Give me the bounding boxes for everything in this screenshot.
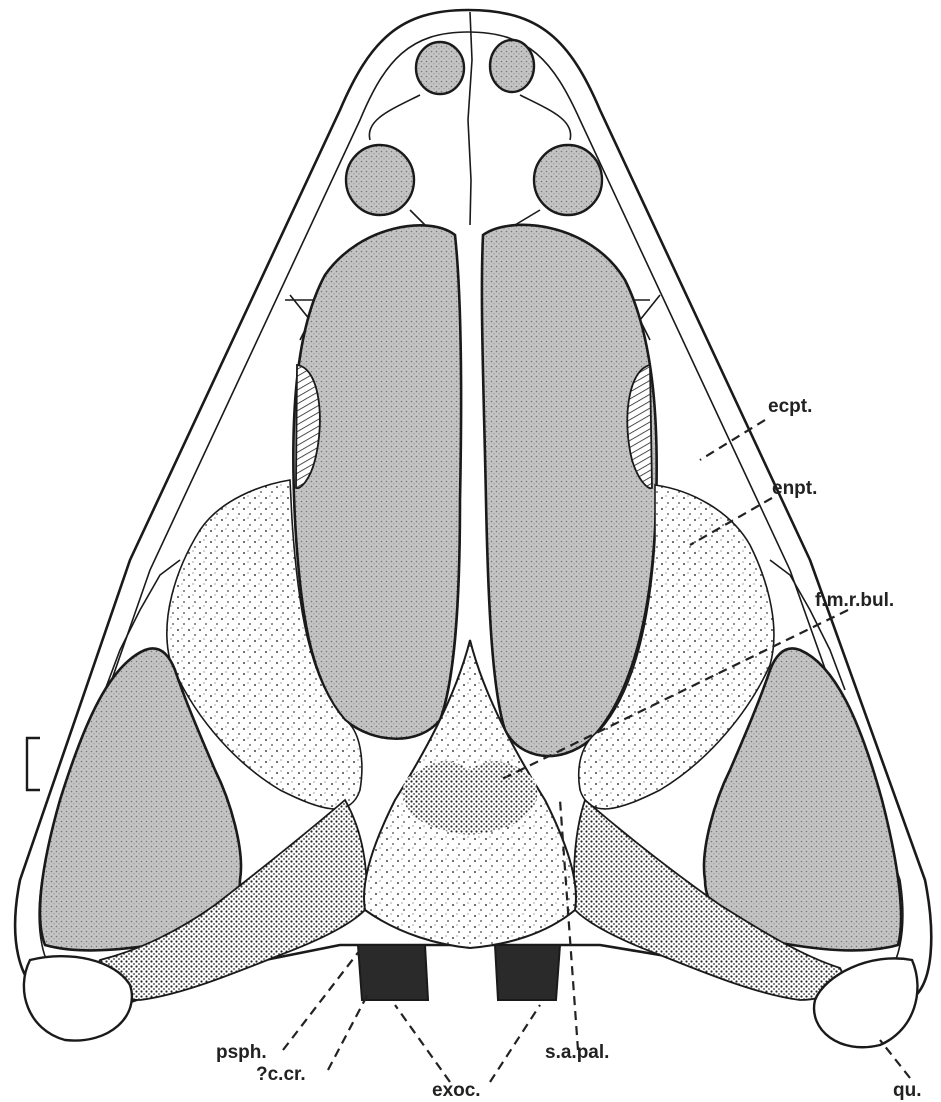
ccr-leader bbox=[328, 990, 370, 1070]
psph-label: psph. bbox=[216, 1042, 267, 1063]
scale-bar bbox=[27, 738, 40, 790]
interpterygoid-vacuity-left bbox=[293, 225, 461, 738]
fmrbul-label: f.m.r.bul. bbox=[815, 590, 894, 611]
exoccipital-left bbox=[358, 945, 428, 1000]
qu-leader bbox=[880, 1040, 910, 1078]
psph-leader bbox=[283, 950, 360, 1050]
exoc-label: exoc. bbox=[432, 1080, 481, 1101]
sapal-label: s.a.pal. bbox=[545, 1042, 609, 1063]
ccr-label: ?c.cr. bbox=[256, 1064, 306, 1085]
sapal-leader bbox=[560, 800, 578, 1050]
choana-right bbox=[534, 145, 602, 215]
qu-label: qu. bbox=[893, 1080, 922, 1101]
exoc-leader-left bbox=[395, 1005, 450, 1082]
ecpt-label: ecpt. bbox=[768, 396, 812, 417]
choana-left bbox=[346, 145, 414, 215]
exoccipital-right bbox=[495, 945, 560, 1000]
midline-suture bbox=[468, 12, 472, 225]
anterior-fenestra-left bbox=[416, 42, 464, 94]
exoc-leader-right bbox=[490, 1005, 540, 1082]
enpt-label: enpt. bbox=[772, 478, 817, 499]
anterior-fenestra-right bbox=[490, 40, 534, 92]
